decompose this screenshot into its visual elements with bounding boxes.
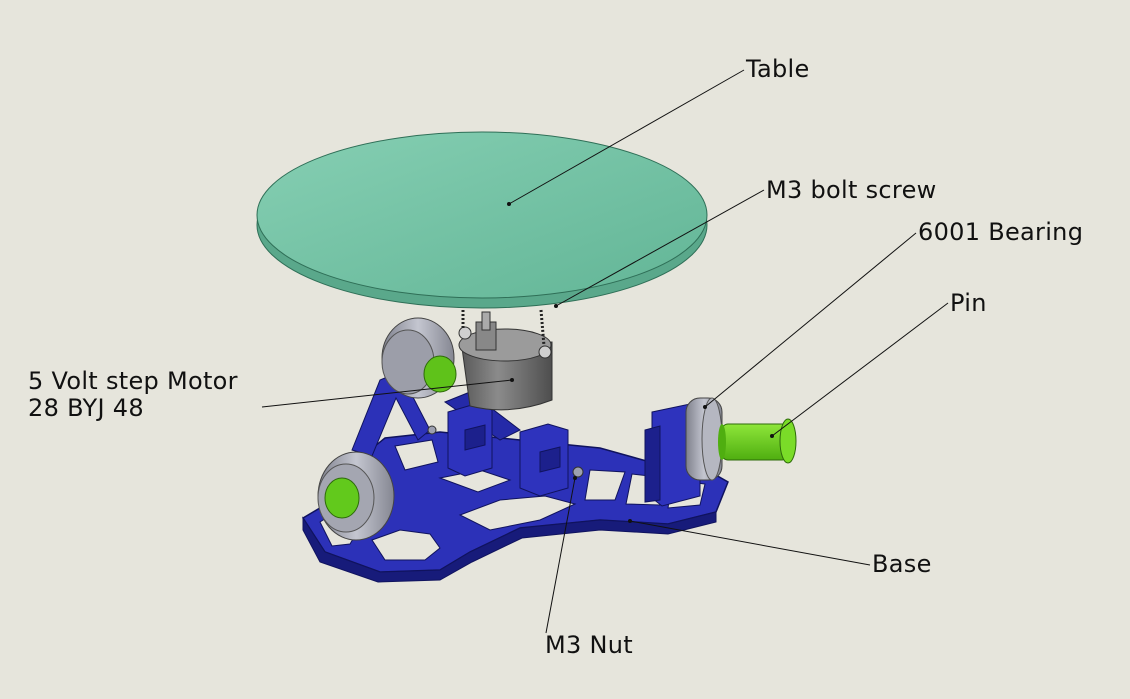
label-m3-nut: M3 Nut bbox=[545, 631, 633, 659]
stepper-motor bbox=[458, 311, 553, 411]
bearing-front-left bbox=[317, 451, 395, 541]
leader-lines bbox=[261, 69, 949, 634]
pin-part bbox=[718, 418, 797, 464]
label-step-motor-line2: 28 BYJ 48 bbox=[28, 394, 144, 422]
label-step-motor: 5 Volt step Motor 28 BYJ 48 bbox=[28, 368, 238, 422]
label-m3-bolt-screw: M3 bolt screw bbox=[766, 176, 937, 204]
label-6001-bearing: 6001 Bearing bbox=[918, 218, 1084, 246]
table-part bbox=[256, 131, 708, 309]
bearing-back-left bbox=[381, 317, 457, 399]
label-table: Table bbox=[746, 55, 810, 83]
label-step-motor-line1: 5 Volt step Motor bbox=[28, 367, 238, 395]
bolt-screws bbox=[461, 306, 546, 347]
bearing-right bbox=[685, 397, 723, 481]
label-base: Base bbox=[872, 550, 932, 578]
label-pin: Pin bbox=[950, 289, 987, 317]
